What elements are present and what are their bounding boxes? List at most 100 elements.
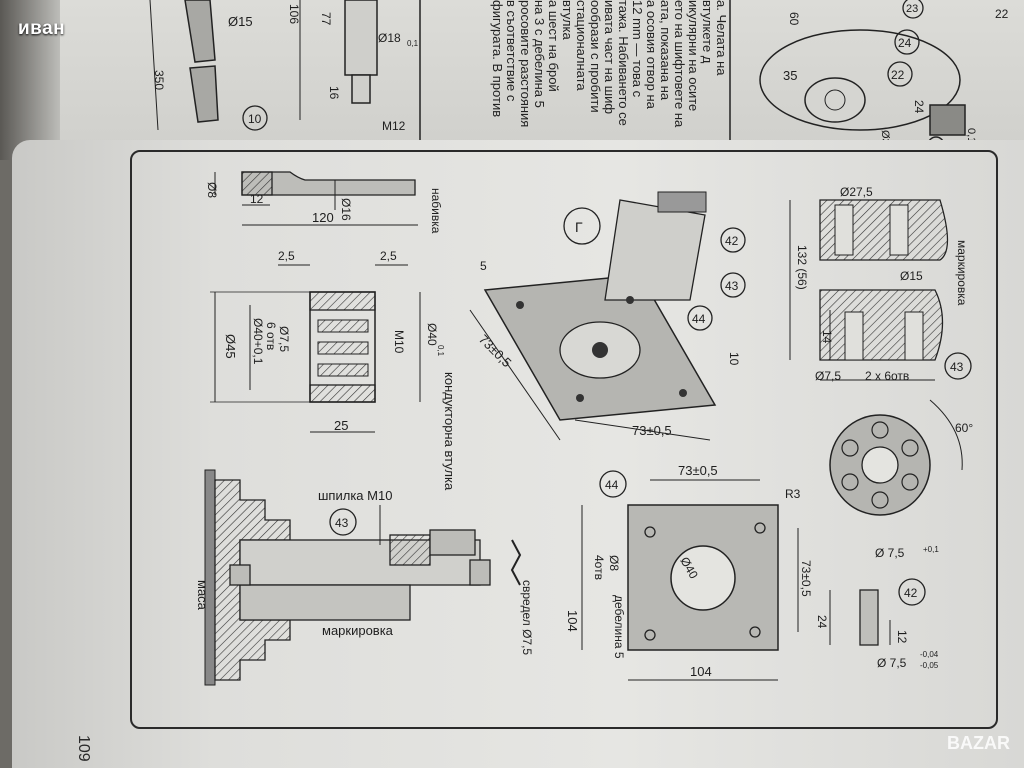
- dim-text: 2 x 6отв: [865, 369, 909, 383]
- label-text: маса: [195, 580, 210, 611]
- text-line: стационалната втулка: [560, 0, 589, 91]
- callout-text: 43: [725, 279, 739, 293]
- text-line: фигурата. В против: [490, 0, 505, 118]
- drawing-frame: [130, 150, 998, 729]
- dim-text: 350: [152, 70, 166, 90]
- dim-text: 22: [995, 7, 1009, 21]
- drawing-right-section: Ø27,5 132 (56) Ø15 14 Ø7,5 2 x 6отв марк…: [789, 185, 972, 383]
- dim-text: Ø7,5: [815, 369, 841, 383]
- dim-text: M12: [382, 119, 406, 133]
- drawing-punch: Ø8 12 120 Ø16 набивка: [205, 171, 443, 234]
- dim-text: Ø16: [339, 198, 353, 221]
- dim-text: 25: [334, 418, 348, 433]
- callout-text: 22: [891, 68, 905, 82]
- dim-text: Ø8: [607, 555, 621, 571]
- text-line: а. Челата на втулкете д: [700, 0, 729, 76]
- dim-text: Ø15: [900, 269, 923, 283]
- text-line: 12 mm — това с: [630, 0, 645, 98]
- dim-text: 10: [727, 352, 741, 366]
- dim-text: 16: [327, 86, 341, 100]
- drawing-disk: 60°: [829, 399, 973, 516]
- label-text: свредел Ø7,5: [520, 580, 534, 655]
- page-shadow: [0, 0, 60, 160]
- dim-text: 6 отв: [264, 322, 278, 350]
- text-line: а шест на брой: [546, 0, 561, 92]
- dim-text: 60: [787, 12, 801, 26]
- callout-text: 44: [605, 478, 619, 492]
- dim-text: +0,1: [923, 545, 939, 554]
- drawing-iso-view: Г 42 43 44 5 73±0,5 73±0,5 10: [469, 191, 746, 441]
- dim-text: Ø 7,5: [877, 656, 907, 670]
- dim-text: Ø40+0,1: [251, 318, 265, 365]
- dim-text: R3: [785, 487, 801, 501]
- callout-circle: [599, 470, 627, 498]
- callout-circle: [720, 272, 746, 298]
- callout-text: Г: [575, 219, 583, 235]
- dim-text: Ø40: [425, 323, 439, 346]
- callout-text: 43: [335, 516, 349, 530]
- drawing-plate: 44 73±0,5 R3 Ø8 4отв дебелина 5 Ø40 73±0…: [565, 463, 813, 681]
- callout-circle: [329, 508, 357, 536]
- drawing-bushing-section: 2,5 2,5 Ø45 Ø7,5 6 отв Ø40+0,1 M10 Ø40 0…: [210, 249, 445, 433]
- dim-text: 14: [820, 330, 834, 344]
- text-line: ата, показана на: [658, 0, 673, 101]
- dim-text: 4отв: [592, 555, 606, 580]
- label-text: кондукторна втулка: [442, 372, 457, 491]
- dim-text: 12: [250, 192, 264, 206]
- dim-text: 2,5: [380, 249, 397, 263]
- dim-text: 73±0,5: [678, 463, 718, 478]
- callout-text: 23: [906, 3, 918, 15]
- callout-circle: [898, 578, 926, 606]
- text-line: ивата част на шиф: [602, 0, 617, 115]
- text-line: а осовия отвор на: [644, 0, 659, 109]
- dim-text: 73±0,5: [476, 332, 515, 371]
- dim-text: 120: [312, 210, 334, 225]
- callout-text: 10: [248, 112, 262, 126]
- page-number: 109: [75, 735, 92, 762]
- dim-text: M10: [392, 330, 406, 354]
- drawing-pin: 42 Ø 7,5 +0,1 24 12 Ø 7,5 -0,04 -0,05: [815, 545, 939, 670]
- text-line: тажа. Набиването се: [616, 0, 631, 126]
- dim-text: 132 (56): [795, 245, 809, 290]
- text-line: ето на шифтовете на: [672, 0, 687, 128]
- dim-text: Ø27,5: [840, 185, 873, 199]
- callout-text: 43: [950, 360, 964, 374]
- callout-circle: [687, 305, 713, 331]
- dim-text: 5: [480, 259, 487, 273]
- bazar-logo: BAZAR: [947, 733, 1010, 753]
- dim-text: 73±0,5: [632, 423, 672, 438]
- callout-circle: [242, 105, 268, 131]
- dim-text: 73±0,5: [799, 560, 813, 597]
- callout-text: 24: [898, 36, 912, 50]
- dim-text: 0,1: [407, 39, 419, 48]
- text-line: на 3 с дебелина 5: [532, 0, 547, 108]
- callout-circle: [902, 0, 924, 19]
- watermark: иван: [18, 18, 66, 39]
- label-text: шпилка M10: [318, 488, 392, 503]
- top-page-drawing: Ø15 350 10 106 77 Ø18 0,1 16 M12 60 35 2…: [149, 0, 1009, 154]
- previous-page: Ø15 350 10 106 77 Ø18 0,1 16 M12 60 35 2…: [0, 0, 1024, 160]
- dim-text: 24: [815, 615, 829, 629]
- dim-text: 2,5: [278, 249, 295, 263]
- label-text: маркировка: [322, 623, 394, 638]
- dim-text: 0,1: [436, 345, 445, 357]
- dim-text: 24: [912, 100, 926, 114]
- label-text: набивка: [429, 188, 443, 234]
- dim-text: 12: [895, 630, 909, 644]
- callout-circle: [944, 352, 972, 380]
- callout-circle: [894, 29, 920, 55]
- callout-text: 42: [725, 234, 739, 248]
- callout-circle: [563, 207, 601, 245]
- dim-text: Ø 7,5: [875, 546, 905, 560]
- dim-text: Ø45: [223, 334, 238, 359]
- dim-text: 104: [690, 664, 712, 679]
- dim-text: Ø7,5: [277, 326, 291, 352]
- label-text: маркировка: [955, 240, 969, 306]
- dim-text: 104: [565, 610, 580, 632]
- text-line: росовите разстояния: [518, 0, 533, 128]
- dim-text: 35: [783, 68, 797, 83]
- dim-text: Ø8: [205, 182, 219, 198]
- dim-text: Ø15: [228, 14, 253, 29]
- dim-text: -0,04: [920, 650, 939, 659]
